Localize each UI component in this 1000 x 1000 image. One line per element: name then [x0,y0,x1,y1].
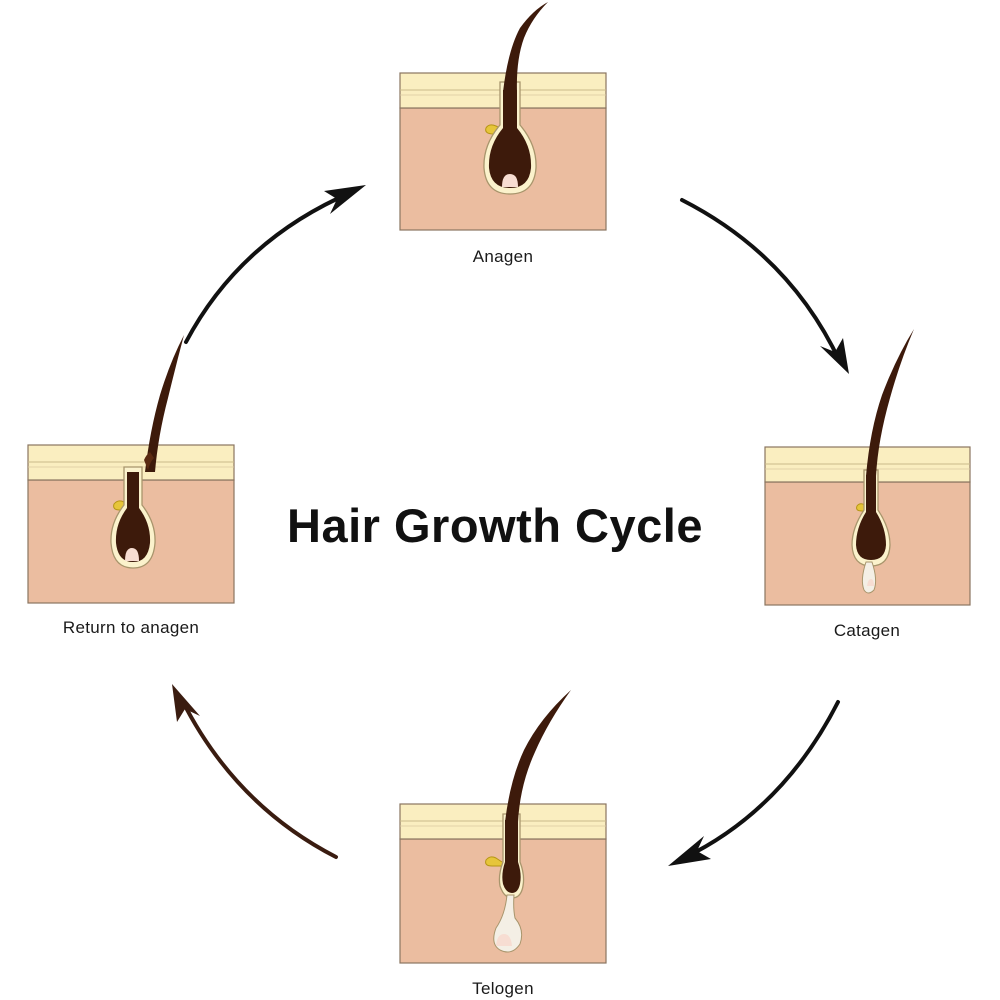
arrowhead-icon [324,185,366,214]
arrowhead-icon [172,684,200,722]
stage-label-return-to-anagen: Return to anagen [62,618,200,637]
cycle-arrows [172,185,849,866]
skin-cross-section-telogen [399,690,607,964]
arrowhead-icon [668,836,711,866]
skin-cross-section-catagen [764,329,971,606]
skin-cross-section-return [27,335,235,604]
stage-label-catagen: Catagen [833,621,901,640]
stage-label-anagen: Anagen [472,247,534,266]
stage-label-telogen: Telogen [472,979,534,998]
skin-cross-section-anagen [399,2,607,231]
diagram-title: Hair Growth Cycle [287,499,703,552]
arrowhead-icon [820,338,849,374]
